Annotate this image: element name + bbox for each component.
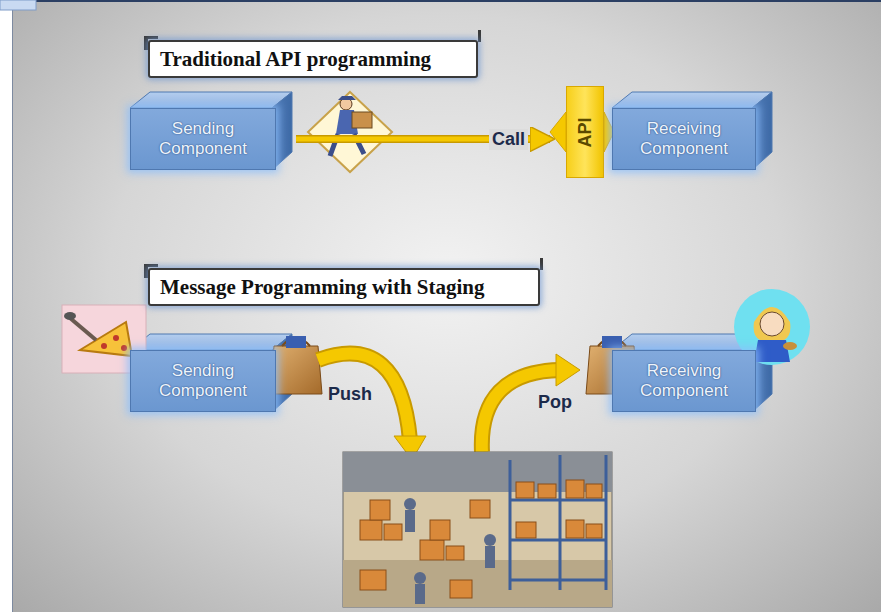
node-text: API [574, 117, 595, 147]
node-text: Sending Component [139, 119, 267, 158]
message-bag [270, 336, 322, 394]
warehouse-picture [343, 452, 612, 607]
section-header: Traditional API programming [148, 40, 478, 78]
component-box: Sending Component [130, 108, 276, 170]
flow-label: Push [328, 384, 372, 405]
curved-arrow [482, 354, 580, 452]
component-box: Sending Component [130, 350, 276, 412]
flow-label: Pop [538, 392, 572, 413]
component-box: Receiving Component [612, 108, 756, 170]
header-text: Traditional API programming [160, 47, 431, 72]
courier-diamond [308, 92, 392, 172]
edge-label: Call [489, 129, 528, 150]
component-box: Receiving Component [612, 350, 756, 412]
api-bar: API [566, 86, 604, 178]
section-header: Message Programming with Staging [148, 268, 540, 306]
window-tab [0, 0, 36, 10]
node-text: Sending Component [139, 361, 267, 400]
box-extrusions [130, 92, 772, 412]
node-text: Receiving Component [621, 119, 747, 158]
curved-arrow [318, 354, 426, 460]
api-arrow-tips [550, 112, 614, 152]
node-text: Receiving Component [621, 361, 747, 400]
header-text: Message Programming with Staging [160, 275, 485, 300]
